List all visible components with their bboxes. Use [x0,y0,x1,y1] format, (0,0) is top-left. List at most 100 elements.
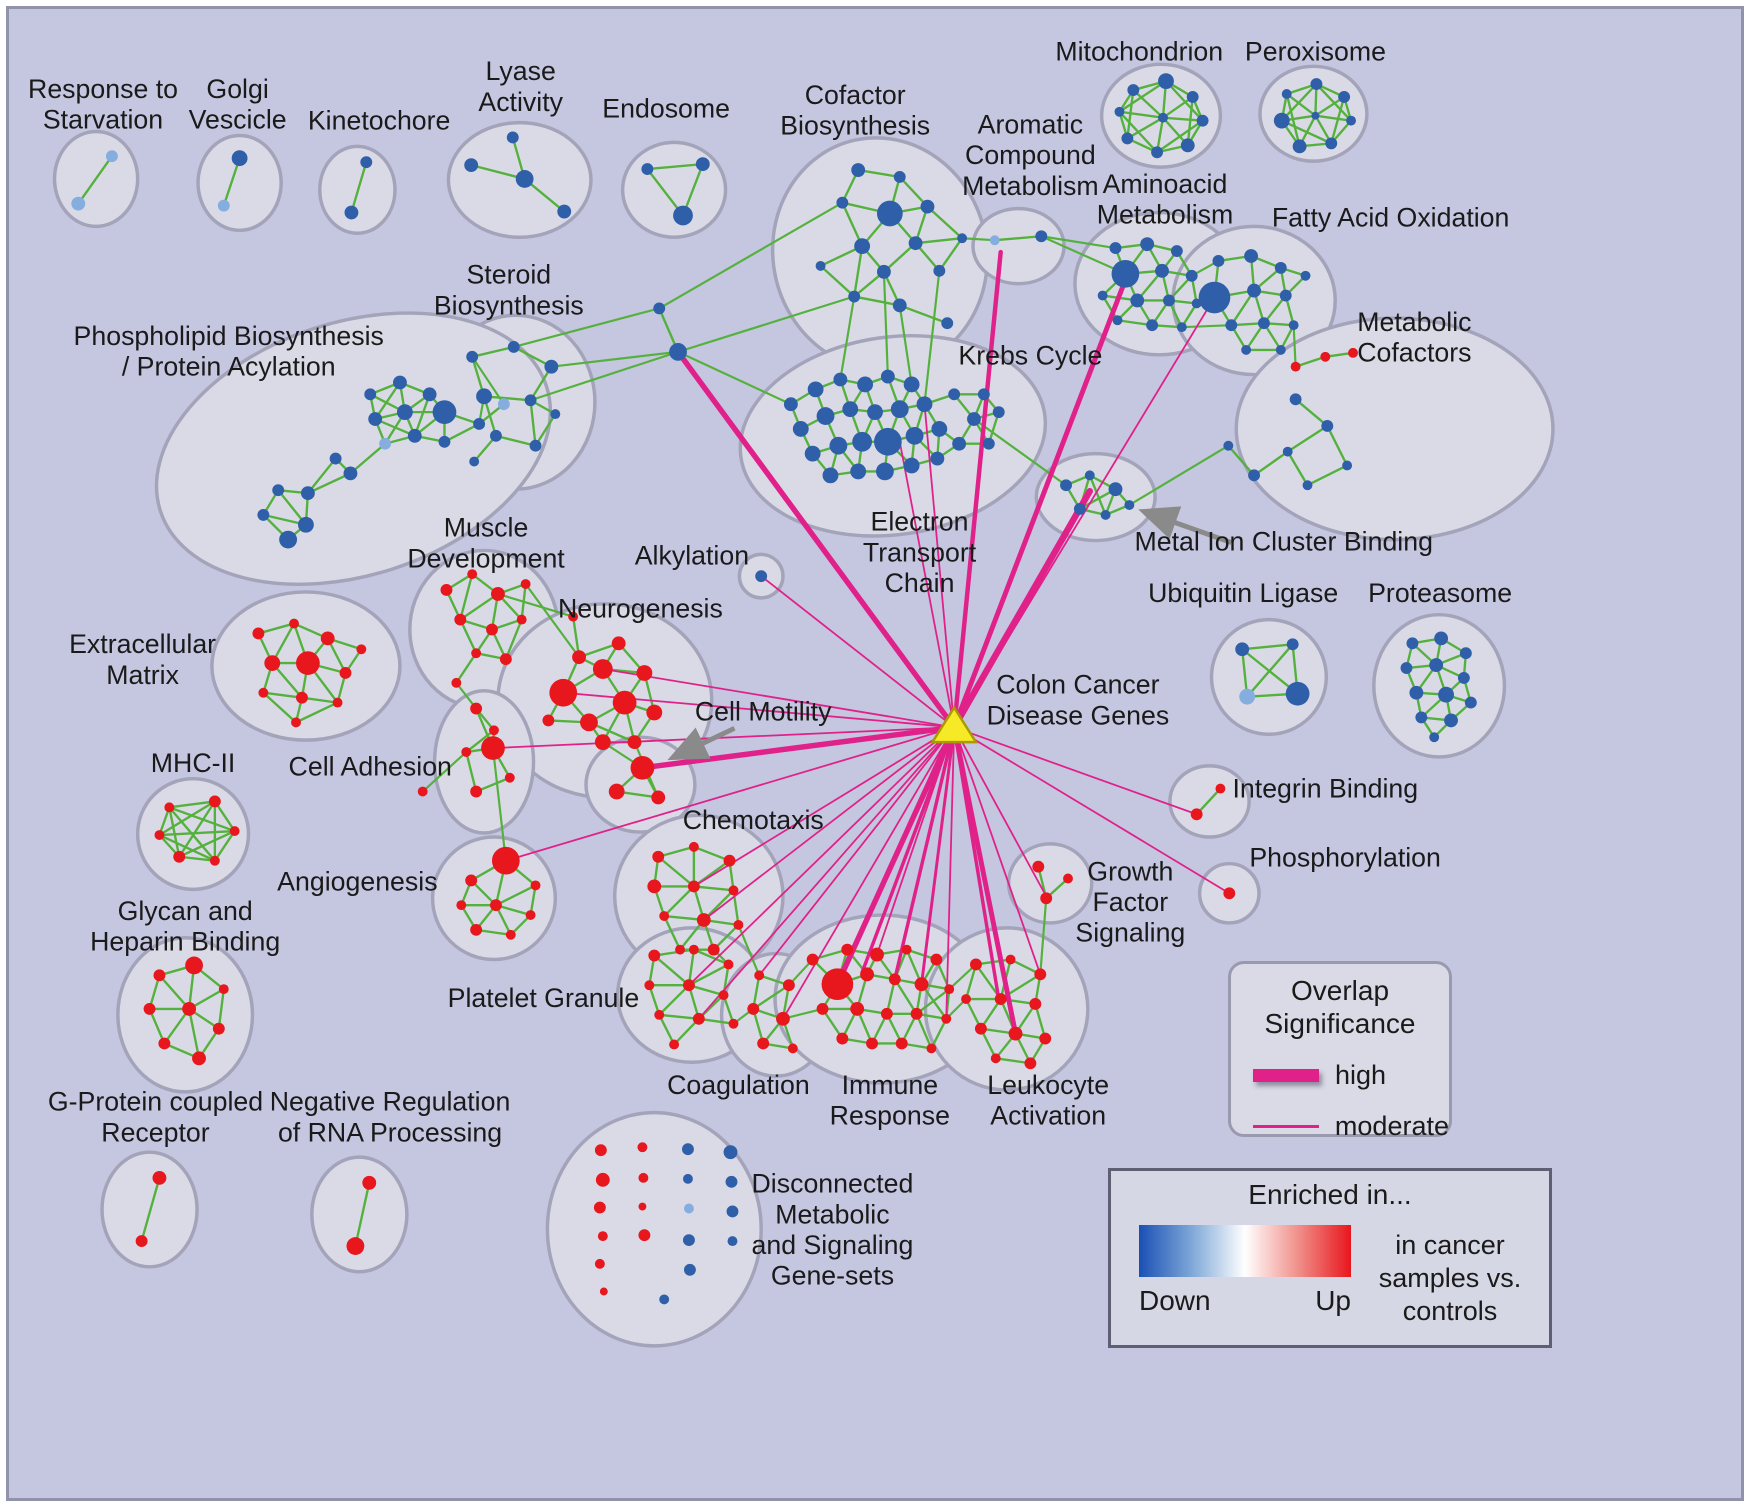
gene-set-node [659,1294,670,1305]
gene-set-node [153,969,166,982]
gene-set-node [461,747,472,757]
gene-set-node [135,1235,148,1248]
gene-set-node [544,359,559,374]
gene-set-node [910,1007,923,1020]
gene-set-node [841,943,854,956]
gene-set-node [683,1263,696,1276]
gene-set-node [550,409,561,420]
inter-cluster-edge [1039,897,1048,976]
gene-set-node [930,451,945,466]
gene-set-node [970,958,982,971]
edge-peroxisome [1280,82,1318,122]
gene-set-node [1130,293,1145,308]
gene-set-node [209,855,220,866]
gene-set-node [542,714,555,727]
significance-edge-high [950,487,1093,731]
edge-extracellular-matrix [300,696,339,704]
gene-set-node [208,795,221,808]
gene-set-node [289,618,299,629]
gene-set-node [880,369,895,384]
inter-cluster-edge [1128,444,1230,507]
gene-set-node [1239,688,1256,705]
gene-set-node [218,984,229,995]
gene-set-node [362,1175,377,1190]
edge-negative-regulation-of-rna-processing [354,1181,371,1248]
significance-edge-moderate [492,726,956,749]
gene-set-node [451,677,462,688]
gene-set-node [368,412,383,426]
gene-set-node [888,973,901,986]
gene-set-node [692,1012,705,1025]
cluster-ellipse-leukocyte-activation [923,926,1090,1092]
gene-set-node [438,435,451,448]
edge-immune-response [821,1007,844,1040]
significance-edge-moderate [697,726,956,1020]
gene-set-node [723,854,736,867]
gene-set-node [152,1170,167,1185]
significance-edge-moderate [504,726,956,862]
gene-set-node [505,929,516,940]
gene-set-node [158,1037,171,1050]
gene-set-node [659,911,670,921]
significance-edge-moderate [688,726,956,987]
gene-set-node [1438,686,1454,703]
gene-set-node [989,235,1000,246]
cluster-label-metal-ion-cluster-binding: Metal Ion Cluster Binding [1135,526,1433,556]
cluster-label-cell-motility: Cell Motility [695,696,832,726]
gene-set-node [417,786,428,797]
gene-set-node [597,1231,608,1242]
gene-set-node [1459,647,1472,660]
edge-steroid-biosynthesis [534,412,557,447]
enrichment-gradient-bar [1139,1225,1351,1277]
gene-set-node [726,1205,739,1218]
gene-set-node [1097,290,1108,301]
gene-set-node [1348,347,1358,358]
moderate-significance-label: moderate [1334,1111,1449,1141]
edge-metabolic-cofactors [1286,450,1309,487]
significance-edge-high [675,349,957,731]
gene-set-node [466,350,479,363]
gene-set-node [1124,500,1135,510]
gene-set-node [154,830,165,840]
gene-set-node [901,944,912,955]
edge-platelet-granule [687,948,696,987]
edge-cofactor-biosynthesis [841,201,864,248]
gene-set-node [1100,509,1111,520]
gene-set-node [257,508,270,521]
gene-set-node [490,899,502,912]
gene-set-node [217,199,230,212]
gene-set-node [1215,783,1226,794]
gene-set-node [903,376,920,393]
gene-set-node [599,1287,608,1296]
gene-set-node [876,200,903,227]
gene-set-node [470,923,483,936]
gene-set-node [1127,84,1140,96]
gene-set-node [258,687,269,698]
gene-set-node [320,631,335,646]
edge-immune-response [915,987,951,1016]
edge-metabolic-cofactors [1252,450,1289,477]
gene-set-node [454,613,467,626]
gene-set-node [1163,294,1175,307]
gene-set-node [164,802,175,813]
edge-phospholipid-biosynthesis-protein-acylation [374,381,402,421]
gene-set-node [688,944,699,955]
gene-set-node [974,1022,987,1035]
edge-platelet-granule [687,963,730,987]
gene-set-node [489,725,499,736]
gene-set-node [296,691,308,704]
gene-set-node [652,850,665,863]
edge-ubiquitin-ligase [1245,643,1294,698]
cluster-label-alkylation: Alkylation [635,540,749,570]
gene-set-node [1063,873,1073,884]
gene-set-node [1434,631,1449,646]
edge-muscle-development [455,652,478,685]
gene-set-node [783,397,798,412]
gene-set-node [1146,319,1159,332]
gene-set-node [683,1203,694,1214]
